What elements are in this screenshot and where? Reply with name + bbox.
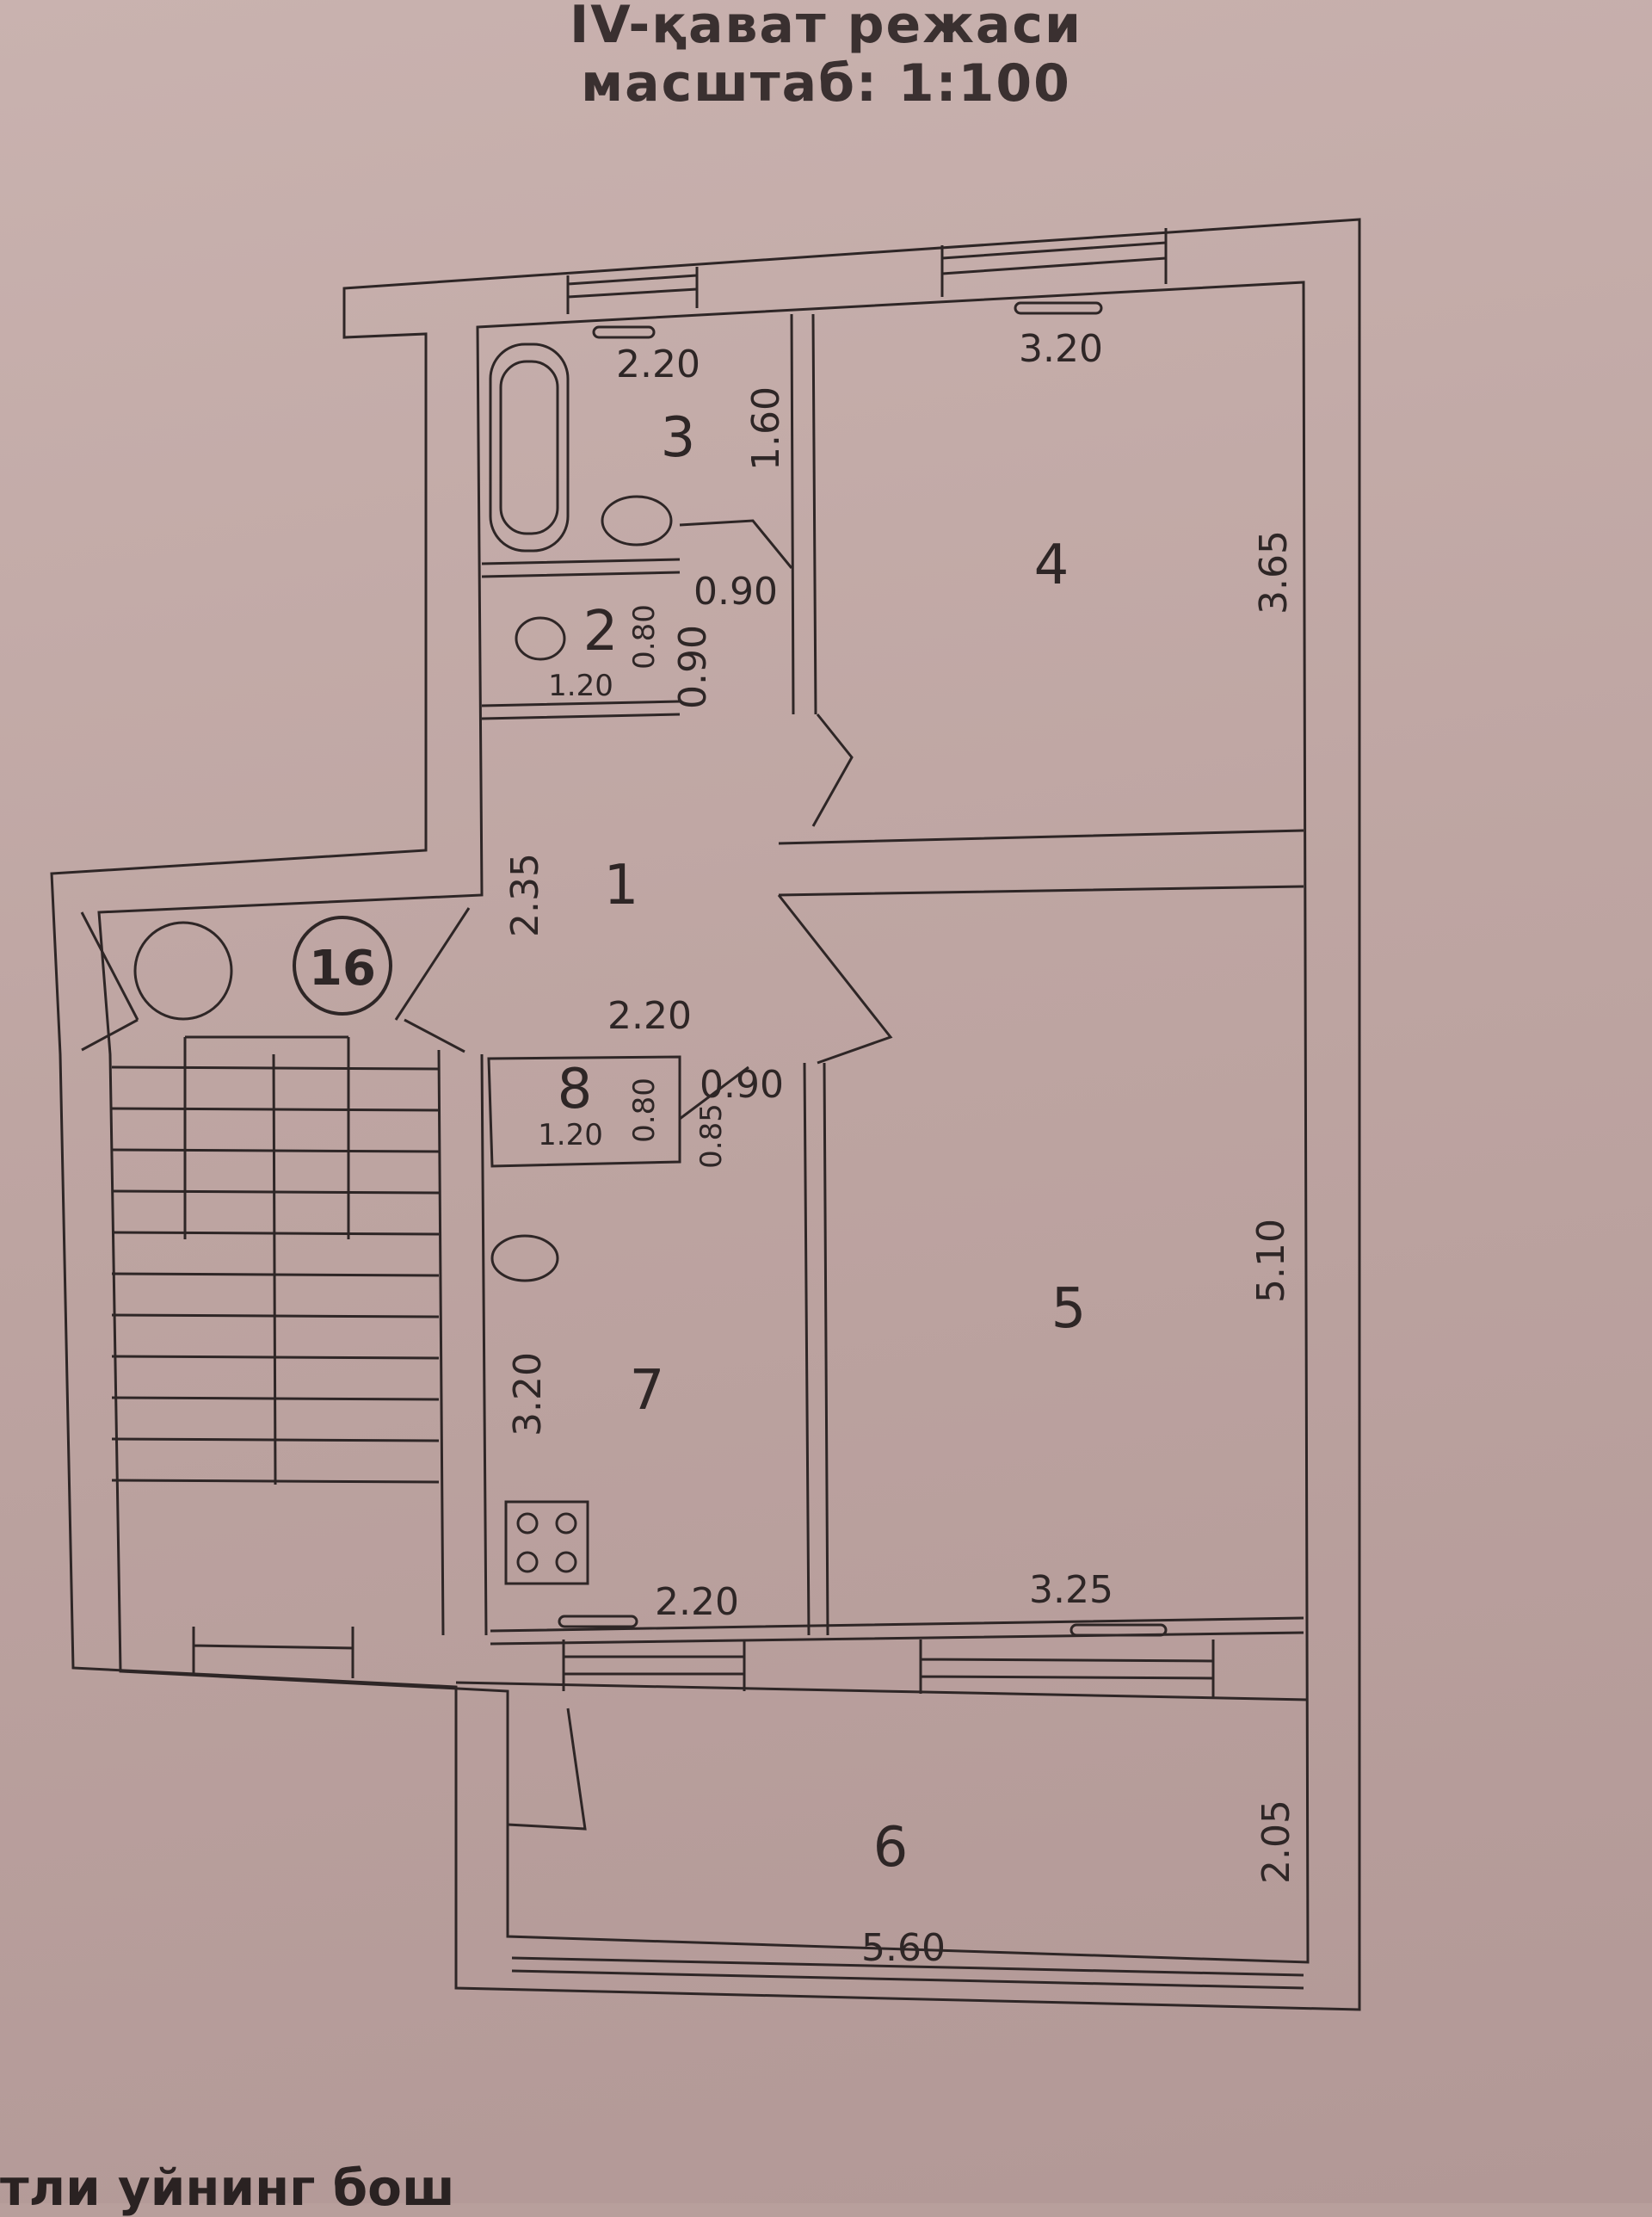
- room-2-dim-c: 0.90: [671, 625, 715, 709]
- door-room3: [679, 519, 793, 569]
- stair-marker: 16: [293, 916, 392, 1016]
- wall-room7-6: [490, 1616, 1304, 1646]
- toilet: [515, 616, 566, 661]
- inner-wall-outline: [97, 281, 1310, 1964]
- room-7-dim-b: 2.20: [655, 1580, 739, 1624]
- window-room7: [562, 1640, 746, 1691]
- room-1-number: 1: [604, 854, 639, 917]
- door-entry: [777, 894, 893, 1065]
- room-2-dim-a: 1.20: [548, 669, 613, 703]
- room-3-dim-b: 1.60: [744, 386, 788, 471]
- footer-text: тли уйнинг бош: [0, 2158, 455, 2217]
- wall-room2-1: [481, 700, 681, 720]
- wall-room4-5: [778, 829, 1304, 897]
- stair-arrows: [183, 1035, 350, 1485]
- bathtub-inner: [499, 360, 559, 535]
- wall-room2-3: [481, 558, 681, 578]
- radiator: [592, 325, 656, 339]
- stair-tread: [111, 1313, 440, 1318]
- wall-room6-top: [455, 1681, 1309, 1701]
- plan-scale: масштаб: 1:100: [581, 53, 1071, 114]
- door-width-bottom: 0.90: [700, 1063, 784, 1107]
- room-5-number: 5: [1051, 1277, 1087, 1341]
- room-8-dim-a: 1.20: [538, 1118, 603, 1152]
- room-4-dim-b: 3.65: [1252, 530, 1296, 614]
- stair-tread: [111, 1479, 440, 1484]
- radiator: [1014, 301, 1103, 315]
- stair-tread: [111, 1396, 440, 1401]
- stair-well-circle: [133, 921, 233, 1021]
- room-4-dim-a: 3.20: [1019, 327, 1103, 371]
- plan-title: IV-қават режаси: [569, 0, 1083, 55]
- room-3-dim-a: 2.20: [616, 343, 700, 386]
- radiator: [1069, 1623, 1168, 1637]
- radiator: [558, 1615, 638, 1628]
- room-6-number: 6: [873, 1816, 909, 1880]
- wall-stair: [437, 1049, 488, 1636]
- wall-room5-7: [803, 1062, 829, 1636]
- wall-room8: [487, 1055, 681, 1168]
- sink-kitchen: [490, 1234, 559, 1282]
- window-room3: [566, 267, 699, 314]
- stove-burner: [516, 1512, 539, 1535]
- stair-tread: [111, 1231, 440, 1236]
- outer-wall: [50, 218, 1361, 2011]
- stair-tread: [111, 1107, 440, 1112]
- stove-burner: [516, 1551, 539, 1573]
- door-room8: [679, 1065, 749, 1121]
- stair-tread: [111, 1437, 440, 1442]
- window-room5: [919, 1640, 1215, 1697]
- door-width-top: 0.90: [693, 570, 778, 614]
- room-2-number: 2: [583, 600, 619, 664]
- window-room4: [940, 228, 1168, 297]
- room-7-dim-a: 3.20: [506, 1352, 550, 1436]
- room-labels: 1 2.35 2.20 2 1.20 0.80 0.90 3 2.20 1.60…: [503, 327, 1298, 1970]
- room-5-dim-a: 3.25: [1029, 1568, 1113, 1612]
- room-7-number: 7: [630, 1359, 665, 1423]
- stair-marker-circle: [293, 916, 392, 1016]
- stove: [504, 1500, 589, 1585]
- stair-tread: [111, 1189, 440, 1195]
- stove-burner: [555, 1512, 577, 1535]
- stair-tread: [111, 1355, 440, 1360]
- room-5-dim-b: 5.10: [1249, 1219, 1293, 1303]
- room-3-number: 3: [661, 406, 696, 470]
- room-8-number: 8: [558, 1058, 593, 1121]
- room-2-dim-b: 0.80: [627, 604, 662, 670]
- stair-treads: [111, 1065, 440, 1484]
- stair-tread: [111, 1148, 440, 1153]
- window-room6: [511, 1956, 1304, 1990]
- bathtub: [489, 343, 570, 553]
- wall-room3-4: [790, 313, 817, 715]
- stair-landing-edge: [80, 907, 471, 1053]
- door-balcony: [507, 1708, 587, 1831]
- room-6-dim-b: 2.05: [1254, 1800, 1298, 1884]
- stair-marker-label: 16: [309, 941, 376, 997]
- room-8-dim-b: 0.80: [627, 1078, 662, 1143]
- window-stair: [192, 1627, 354, 1678]
- stair-tread: [111, 1065, 440, 1071]
- door-room4: [811, 713, 854, 827]
- room-6-dim-a: 5.60: [861, 1926, 946, 1970]
- room-1-dim-a: 2.35: [503, 853, 547, 937]
- sink-room3: [601, 495, 673, 547]
- stove-burner: [555, 1551, 577, 1573]
- room-1-dim-b: 2.20: [607, 994, 692, 1038]
- room-8-dim-c: 0.85: [694, 1103, 729, 1169]
- stair-tread: [111, 1272, 440, 1277]
- room-4-number: 4: [1034, 534, 1069, 597]
